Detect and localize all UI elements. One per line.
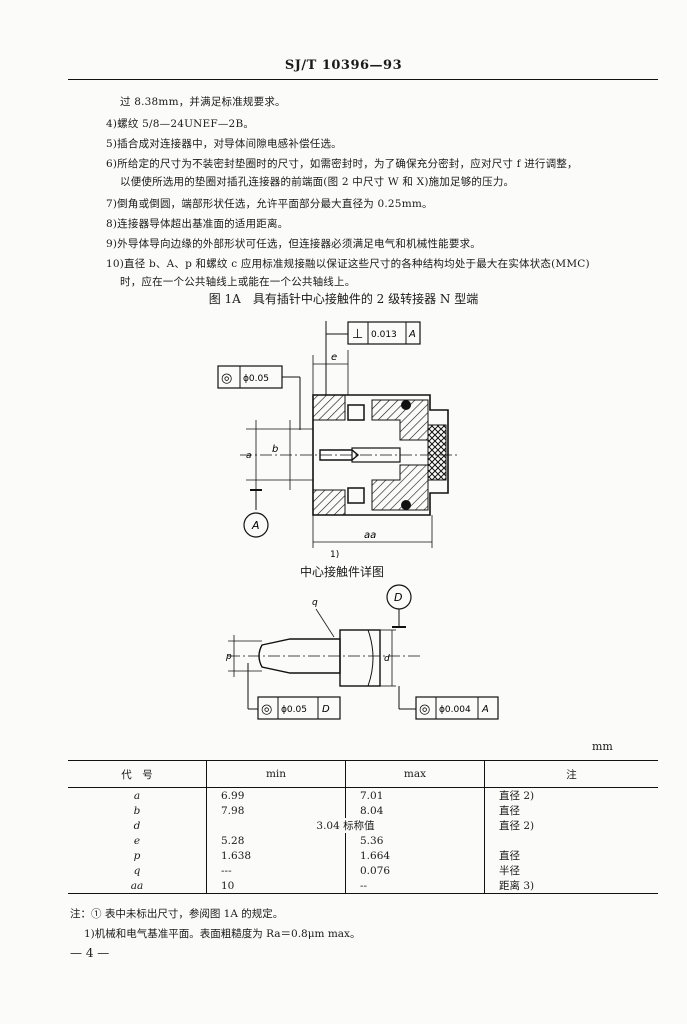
note-line: 9)外导体导向边缘的外部形状可任选，但连接器必须满足电气和机械性能要求。 — [106, 238, 481, 250]
detail-caption: 中心接触件详图 — [300, 565, 385, 579]
table-row: p 1.638 1.664 直径 — [68, 848, 658, 863]
col-header: min — [206, 760, 346, 788]
note-line: 6)所给定的尺寸为不装密封垫圈时的尺寸，如需密封时，为了确保充分密封，应对尺寸 … — [106, 158, 578, 170]
col-header: max — [345, 760, 485, 788]
note-line: 8)连接器导体超出基准面的适用距离。 — [106, 218, 289, 230]
cell-nominal: 3.04 标称值 — [206, 818, 485, 833]
coaxiality-datum: A — [481, 704, 489, 715]
table-row: b 7.98 8.04 直径 — [68, 803, 658, 818]
cell-max: 7.01 — [345, 787, 485, 803]
dimension-table: 代 号 min max 注 a 6.99 7.01 直径 2) b 7.98 8… — [68, 760, 658, 894]
page-number: — 4 — — [70, 946, 110, 960]
center-contact-detail: D q p d ◎ ϕ0.05 D ◎ ϕ0.004 A — [225, 584, 499, 720]
cell-symbol: e — [133, 834, 141, 847]
datum-d-label: D — [394, 591, 402, 604]
dim-aa-label: aa — [364, 530, 376, 541]
cell-symbol: b — [133, 804, 141, 817]
note-line: 以便使所选用的垫圈对插孔连接器的前端面(图 2 中尺寸 W 和 X)施加足够的压… — [120, 176, 515, 188]
cell-symbol: a — [133, 789, 141, 802]
table-row: aa 10 -- 距离 3) — [68, 878, 658, 894]
note-line: 5)插合成对连接器中，对导体间隙电感补偿任选。 — [106, 138, 342, 150]
header-rule — [68, 79, 658, 80]
cell-min: 7.98 — [206, 803, 346, 818]
coaxiality-tolerance: ϕ0.05 — [243, 374, 269, 384]
cell-symbol: d — [133, 819, 141, 832]
perpendicularity-symbol: ⊥ — [352, 327, 363, 342]
table-row: d 3.04 标称值 直径 2) — [68, 818, 658, 833]
note-line: 4)螺纹 5/8—24UNEF—2B。 — [106, 118, 255, 130]
table-row: e 5.28 5.36 — [68, 833, 658, 848]
cell-note — [484, 833, 658, 848]
cell-min: 5.28 — [206, 833, 346, 848]
cell-max: -- — [345, 878, 485, 894]
coaxiality-symbol: ◎ — [419, 702, 430, 717]
cell-max: 0.076 — [345, 863, 485, 878]
note-line: 过 8.38mm，并满足标准规要求。 — [120, 96, 286, 108]
connector-drawing: ⊥ 0.013 A e ◎ ϕ0.05 a b A aa 1) — [217, 321, 460, 560]
standard-code: SJ/T 10396—93 — [284, 58, 403, 73]
perpendicularity-datum: A — [408, 329, 416, 340]
dim-e-label: e — [331, 352, 337, 363]
dim-q-label: q — [312, 598, 318, 608]
table-row: a 6.99 7.01 直径 2) — [68, 787, 658, 803]
cell-symbol: q — [133, 864, 141, 877]
perpendicularity-tolerance: 0.013 — [371, 330, 397, 340]
table-row: q --- 0.076 半径 — [68, 863, 658, 878]
coaxiality-tolerance: ϕ0.004 — [439, 705, 471, 715]
cell-note: 直径 2) — [484, 787, 658, 803]
cell-max: 5.36 — [345, 833, 485, 848]
cell-max: 1.664 — [345, 848, 485, 863]
footnote: 1)机械和电气基准平面。表面粗糙度为 Ra＝0.8μm max。 — [84, 928, 361, 940]
coaxiality-datum: D — [322, 704, 330, 715]
cell-note: 直径 2) — [484, 818, 658, 833]
cell-min: 10 — [206, 878, 346, 894]
datum-a-label: A — [251, 519, 260, 532]
table-header-row: 代 号 min max 注 — [68, 760, 658, 788]
cell-min: 6.99 — [206, 787, 346, 803]
note-1-label: 1) — [330, 550, 339, 560]
col-header: 注 — [484, 760, 658, 788]
cell-note: 直径 — [484, 848, 658, 863]
dim-b-label: b — [272, 444, 278, 455]
cell-max: 8.04 — [345, 803, 485, 818]
note-line: 时，应在一个公共轴线上或能在一个公共轴线上。 — [120, 276, 356, 288]
table-unit: mm — [592, 740, 613, 753]
coaxiality-symbol: ◎ — [261, 702, 272, 717]
cell-min: 1.638 — [206, 848, 346, 863]
cell-note: 直径 — [484, 803, 658, 818]
coaxiality-symbol: ◎ — [221, 371, 232, 386]
dim-p-label: p — [225, 652, 232, 662]
note-line: 10)直径 b、A、p 和螺纹 c 应用标准规接融以保证这些尺寸的各种结构均处于… — [106, 258, 590, 270]
note-line: 7)倒角或倒圆，端部形状任选，允许平面部分最大直径为 0.25mm。 — [106, 198, 433, 210]
figure-title: 图 1A 具有插针中心接触件的 2 级转接器 N 型端 — [208, 292, 479, 306]
cell-symbol: p — [133, 849, 141, 862]
col-header: 代 号 — [68, 760, 207, 788]
dim-d-label: d — [384, 654, 390, 664]
dim-a-label: a — [246, 451, 252, 461]
cell-min: --- — [206, 863, 346, 878]
cell-symbol: aa — [68, 878, 207, 894]
coaxiality-tolerance: ϕ0.05 — [281, 705, 307, 715]
cell-note: 半径 — [484, 863, 658, 878]
footnote: 注：① 表中未标出尺寸，参阅图 1A 的规定。 — [70, 908, 284, 920]
cell-note: 距离 3) — [484, 878, 658, 894]
